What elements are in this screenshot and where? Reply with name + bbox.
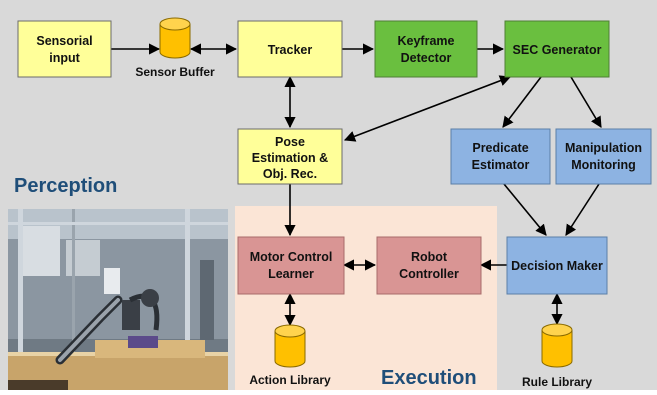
action-library-database-icon xyxy=(274,324,306,368)
decision-maker-label: Decision Maker xyxy=(511,259,603,273)
rule-library-label: Rule Library xyxy=(522,375,592,389)
sensor-buffer-label: Sensor Buffer xyxy=(135,65,215,79)
robot-lab-photo xyxy=(8,209,228,390)
execution-region xyxy=(235,206,497,390)
edge-predicate-decision xyxy=(503,183,547,236)
tracker-label: Tracker xyxy=(268,43,313,57)
node-manipulation-monitoring: Manipulation Monitoring xyxy=(555,128,652,185)
node-motor-control-learner: Motor Control Learner xyxy=(237,236,345,295)
node-sec-generator: SEC Generator xyxy=(504,20,610,78)
node-pose-estimation: Pose Estimation & Obj. Rec. xyxy=(237,128,343,185)
keyframe-line2: Detector xyxy=(401,51,452,65)
manipulation-line1: Manipulation xyxy=(565,141,642,155)
action-library-label: Action Library xyxy=(249,373,331,387)
node-keyframe-detector: Keyframe Detector xyxy=(374,20,478,78)
keyframe-line1: Keyframe xyxy=(398,34,455,48)
node-predicate-estimator: Predicate Estimator xyxy=(450,128,551,185)
node-sensorial-input: Sensorial input xyxy=(17,20,112,78)
node-decision-maker: Decision Maker xyxy=(506,236,608,295)
edge-sec-pose xyxy=(343,75,512,142)
motor-line2: Learner xyxy=(268,267,314,281)
predicate-line2: Estimator xyxy=(472,158,530,172)
robot-line2: Controller xyxy=(399,267,459,281)
sensor-buffer-database-icon xyxy=(159,17,191,59)
edge-manipulation-decision xyxy=(565,183,600,236)
manipulation-line2: Monitoring xyxy=(571,158,636,172)
sensorial-input-line1: Sensorial xyxy=(36,34,92,48)
edge-sec-predicate xyxy=(502,76,542,128)
robot-line1: Robot xyxy=(411,250,448,264)
pose-line1: Pose xyxy=(275,135,305,149)
node-robot-controller: Robot Controller xyxy=(376,236,482,295)
motor-line1: Motor Control xyxy=(250,250,333,264)
predicate-line1: Predicate xyxy=(472,141,528,155)
rule-library-database-icon xyxy=(541,323,573,368)
pose-line2: Estimation & xyxy=(252,151,328,165)
pose-line3: Obj. Rec. xyxy=(263,167,317,181)
sensorial-input-line2: input xyxy=(49,51,80,65)
connectors xyxy=(111,43,602,327)
perception-label: Perception xyxy=(14,175,117,197)
execution-label: Execution xyxy=(381,367,477,389)
node-tracker: Tracker xyxy=(237,20,343,78)
sec-generator-label: SEC Generator xyxy=(513,43,602,57)
edge-sec-manipulation xyxy=(570,76,602,128)
